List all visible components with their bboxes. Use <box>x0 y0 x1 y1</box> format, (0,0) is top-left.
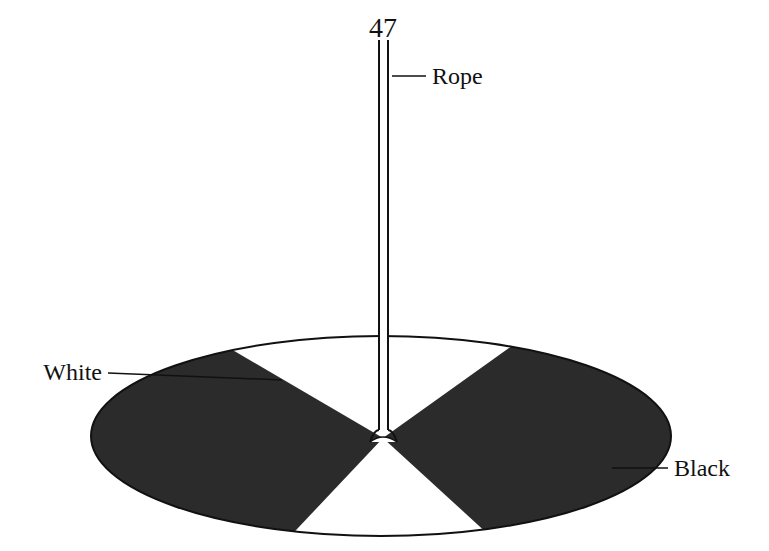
rope-knot <box>370 437 397 442</box>
page-number: 47 <box>369 14 397 42</box>
part-label: White <box>43 360 102 384</box>
leader-line <box>392 75 426 77</box>
disk-white-top <box>130 290 590 438</box>
part-label: Black <box>674 456 730 480</box>
rope-edge <box>378 40 380 430</box>
rope-edge <box>387 40 389 430</box>
leader-line <box>612 467 668 469</box>
rope-fill <box>379 40 388 432</box>
rope-knot <box>370 430 397 442</box>
leader-line <box>108 373 282 380</box>
part-label: Rope <box>432 64 483 88</box>
disk-white-bottom <box>230 438 560 551</box>
